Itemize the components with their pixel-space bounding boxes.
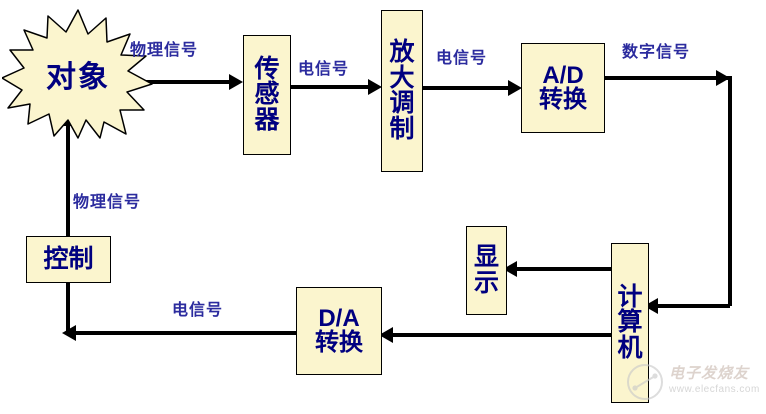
edge-amplify-to-adc: [423, 86, 515, 90]
node-da-converter-line2: 转换: [315, 329, 363, 356]
edge-object-to-sensor: [128, 80, 234, 84]
arrowhead-sensor-to-amplify: [368, 79, 382, 95]
node-da-converter[interactable]: D/A 转换: [296, 287, 382, 375]
node-ad-converter-line2: 转换: [539, 86, 587, 113]
starburst-icon: [1, 9, 153, 139]
node-computer-label: 计 算 机: [617, 282, 643, 362]
node-ad-converter[interactable]: A/D 转换: [521, 43, 605, 133]
node-display[interactable]: 显 示: [466, 226, 507, 315]
edge-label-amplify-to-adc: 电信号: [436, 50, 488, 67]
arrowhead-computer-to-dac: [379, 327, 393, 343]
node-sensor[interactable]: 传 感 器: [243, 35, 291, 155]
edge-control-to-object: [66, 118, 70, 333]
edge-computer-to-display: [516, 267, 613, 271]
edge-label-adc-to-computer: 数字信号: [622, 44, 691, 61]
node-computer[interactable]: 计 算 机: [611, 243, 649, 403]
node-amplify-modulate[interactable]: 放 大 调 制: [381, 10, 423, 172]
node-da-converter-line1: D/A: [318, 304, 360, 332]
node-amplify-modulate-label: 放 大 调 制: [389, 38, 415, 143]
arrowhead-dac-to-control: [62, 325, 76, 341]
arrowhead-amplify-to-adc: [508, 80, 522, 96]
edge-corner-down-to-computer: [728, 76, 732, 306]
edge-sensor-to-amplify: [291, 85, 374, 89]
edge-computer-to-dac: [390, 333, 613, 337]
watermark: 电子发烧友 www.elecfans.com: [625, 360, 760, 410]
node-ad-converter-line1: A/D: [542, 61, 584, 89]
edge-corner-to-computer: [652, 304, 730, 308]
node-display-label: 显 示: [473, 243, 499, 297]
watermark-url: www.elecfans.com: [669, 384, 760, 395]
edge-label-object-to-sensor: 物理信号: [130, 42, 199, 59]
node-object-starburst[interactable]: [1, 8, 154, 140]
node-control[interactable]: 控制: [26, 236, 111, 283]
node-control-label: 控制: [43, 244, 94, 273]
watermark-text: 电子发烧友: [669, 365, 750, 382]
edge-adc-to-corner: [604, 76, 732, 80]
elecfans-logo-icon: [627, 364, 663, 400]
node-sensor-label: 传 感 器: [254, 54, 280, 134]
edge-label-dac-to-control: 电信号: [172, 302, 224, 319]
arrowhead-object-to-sensor: [229, 74, 243, 90]
edge-dac-to-control: [74, 331, 298, 335]
edge-label-control-to-object: 物理信号: [73, 194, 142, 211]
arrowhead-adc-corner: [716, 70, 730, 86]
edge-label-sensor-to-amplify: 电信号: [298, 61, 350, 78]
